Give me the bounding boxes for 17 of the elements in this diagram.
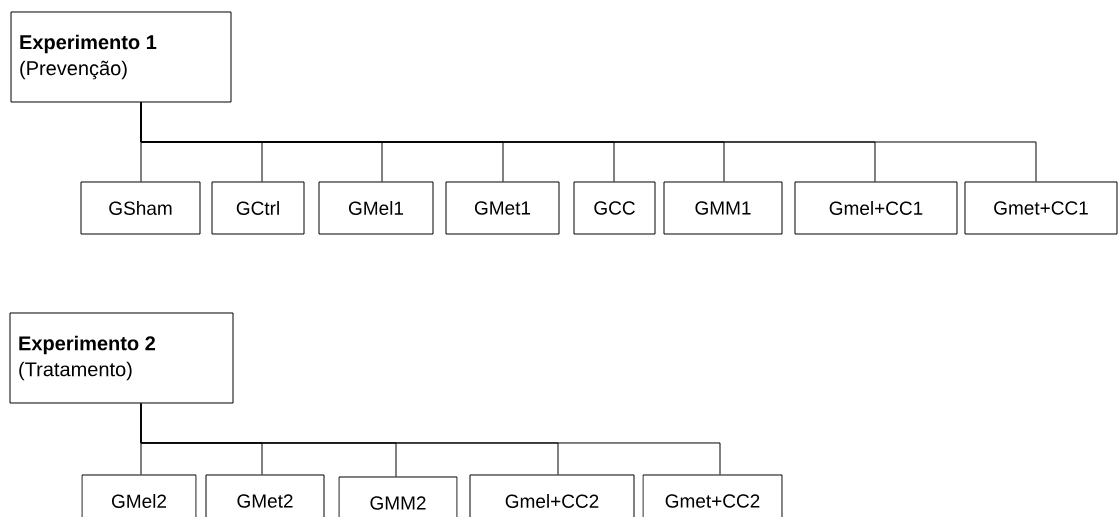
group-box: Gmet+CC1 xyxy=(964,181,1118,235)
experiment-box: Experimento 2 (Tratamento) xyxy=(9,312,234,404)
connector-line xyxy=(140,102,1037,182)
group-box: Gmet+CC2 xyxy=(642,474,783,517)
group-box: GSham xyxy=(80,181,201,235)
group-box: GCC xyxy=(573,181,656,235)
group-box: GMM2 xyxy=(338,476,458,517)
experiment-box: Experimento 1 (Prevenção) xyxy=(10,11,232,103)
group-box: Gmel+CC1 xyxy=(794,181,958,235)
connector-line xyxy=(140,403,721,475)
group-box: GMM1 xyxy=(663,181,783,235)
group-box: GMel1 xyxy=(318,181,434,235)
group-box: GCtrl xyxy=(211,181,305,235)
group-box: GMet1 xyxy=(445,181,560,235)
group-box: Gmel+CC2 xyxy=(469,474,635,517)
group-box: GMel2 xyxy=(81,474,197,517)
group-box: GMet2 xyxy=(205,474,325,517)
